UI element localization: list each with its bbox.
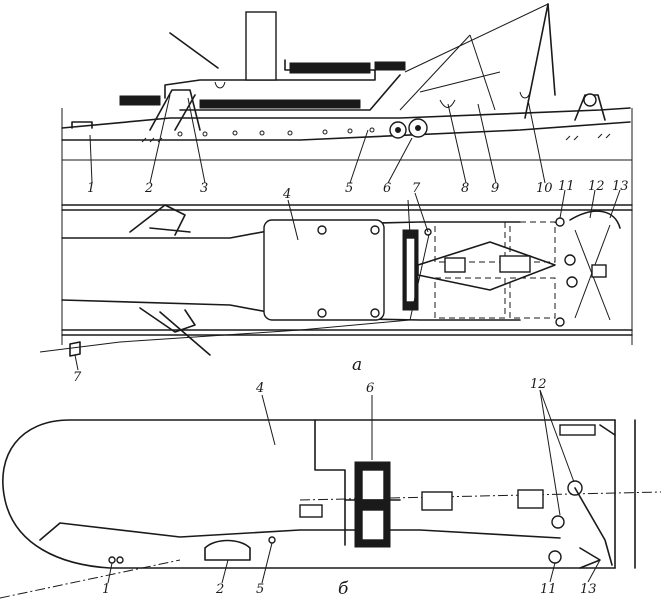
callout-6: 6: [383, 181, 391, 196]
callout-b-12: 12: [530, 377, 547, 392]
callout-b-11: 11: [540, 582, 557, 597]
mast-stay: [547, 3, 556, 96]
leader-lines: [74, 94, 621, 584]
trawl-line-lower: [0, 559, 181, 599]
warp-lead-7: [409, 229, 431, 321]
towing-cone: [417, 241, 556, 291]
callout-13: 13: [612, 179, 629, 194]
callout-1: 1: [87, 181, 95, 196]
callout-b-13: 13: [580, 582, 597, 597]
deckhouse-windows: [119, 61, 406, 109]
winch-plan-drum: [405, 237, 416, 303]
hook-3: [214, 81, 226, 89]
block-12b: [566, 276, 578, 288]
forestay: [404, 3, 549, 73]
sheer-line: [61, 107, 631, 129]
callout-11: 11: [558, 179, 575, 194]
aft-wire-lower-a: [574, 487, 613, 566]
callout-b-2: 2: [215, 582, 224, 597]
deck-rivets: [177, 127, 375, 137]
callout-b-5: 5: [256, 582, 264, 597]
view-a-label: а: [352, 355, 362, 375]
aft-box: [591, 264, 607, 278]
side-elevation: [61, 3, 633, 161]
stern-arch: [569, 210, 621, 229]
stern-block: [583, 93, 597, 107]
bow-derrick-boom: [169, 32, 219, 69]
hook-2: [519, 91, 531, 99]
callout-b-4: 4: [255, 381, 264, 396]
hull-outline: [2, 419, 616, 569]
hatch-b: [421, 491, 453, 511]
hatch-a: [299, 504, 323, 518]
fairlead-top: [129, 204, 191, 236]
towing-hook: [499, 255, 531, 273]
deck-edge: [61, 121, 631, 141]
block-12a: [564, 254, 576, 266]
view-b-label: б: [338, 579, 349, 599]
callout-3: 3: [200, 181, 208, 196]
lower-plan: [0, 419, 661, 599]
deckhouse-bolts: [317, 225, 380, 318]
callout-10: 10: [536, 181, 553, 196]
callout-5: 5: [345, 181, 353, 196]
bow-bollard: [71, 121, 93, 129]
callout-7-upper: 7: [412, 181, 421, 196]
bollard-11-lower: [548, 550, 562, 564]
stern-corner: [599, 424, 616, 436]
warp-clamp-7: [69, 341, 81, 357]
callout-4: 4: [282, 187, 291, 202]
bow-gallows-3: [174, 94, 196, 131]
cargo-runner: [419, 71, 501, 93]
callout-7-lower: 7: [73, 370, 82, 385]
mast: [524, 3, 549, 119]
hatch-c: [517, 489, 544, 509]
winch-lower-drum-a: [361, 469, 385, 501]
hatch-stern: [559, 424, 596, 436]
bollard-5-lower: [268, 536, 276, 544]
deckhouse-lower: [179, 74, 401, 111]
bollard-11: [555, 217, 565, 227]
deckhouse-step: [314, 419, 346, 546]
deckhouse-plan: [263, 219, 385, 321]
callout-2: 2: [144, 181, 153, 196]
bollard-11b: [555, 317, 565, 327]
block-11-lower: [551, 515, 565, 529]
callout-b-6: 6: [366, 381, 374, 396]
bollard-1-lower: [108, 556, 116, 564]
callout-9: 9: [491, 181, 499, 196]
hold-outlines: [434, 221, 556, 319]
deck-hatching-aft: [565, 133, 611, 141]
funnel: [245, 11, 277, 81]
upper-plan: [39, 160, 633, 357]
towing-block: [444, 257, 466, 273]
deckhouse-edge-lower: [39, 522, 561, 541]
span-wire-9: [469, 34, 496, 111]
hook-1: [439, 99, 456, 108]
centerline: [299, 491, 661, 501]
superstructure-outline: [164, 59, 376, 99]
span-wire-8: [399, 34, 471, 111]
fairlead-bottom: [139, 307, 211, 356]
winch-lower-drum-b: [361, 509, 385, 541]
callout-8: 8: [461, 181, 469, 196]
callout-12: 12: [588, 179, 605, 194]
fairlead-2-lower: [204, 539, 251, 561]
trawl-warp: [39, 319, 411, 353]
callout-b-1: 1: [102, 582, 110, 597]
bow-gallows-2: [149, 89, 201, 131]
callouts-view-b: 1 2 4 5 6 11 12 13 б: [102, 377, 597, 599]
callouts-view-a: 1 2 3 4 5 6 7 7 8 9 10 11 12 13 а: [73, 179, 629, 385]
